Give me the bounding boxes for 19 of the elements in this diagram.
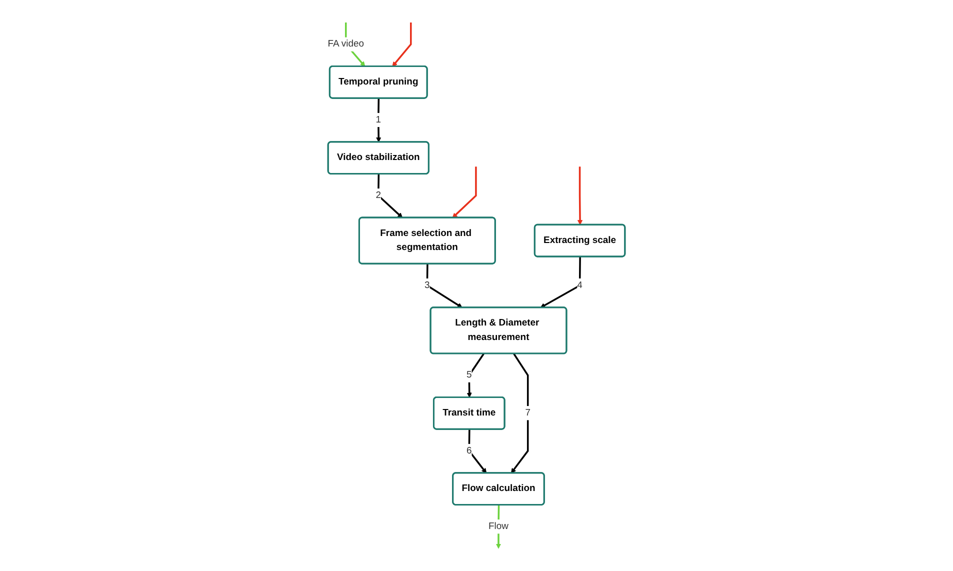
arrow <box>496 505 502 549</box>
arrow <box>452 166 477 218</box>
arrow <box>578 166 583 226</box>
edge-label: 3 <box>424 280 430 290</box>
arrow <box>540 256 582 308</box>
arrow <box>468 429 487 474</box>
edge-label: 7 <box>525 408 531 418</box>
arrow <box>511 353 529 474</box>
edge-label: 5 <box>466 370 472 380</box>
arrow <box>378 174 403 218</box>
arrow <box>392 22 412 67</box>
edge-label: 4 <box>577 280 583 290</box>
edge-label: 1 <box>376 114 382 125</box>
edge-label: 2 <box>376 190 382 200</box>
edge-label: Flow <box>488 521 509 532</box>
arrow <box>466 353 485 398</box>
edge-label: FA video <box>328 39 364 50</box>
edge-label: 6 <box>466 446 472 456</box>
arrow <box>426 264 463 308</box>
